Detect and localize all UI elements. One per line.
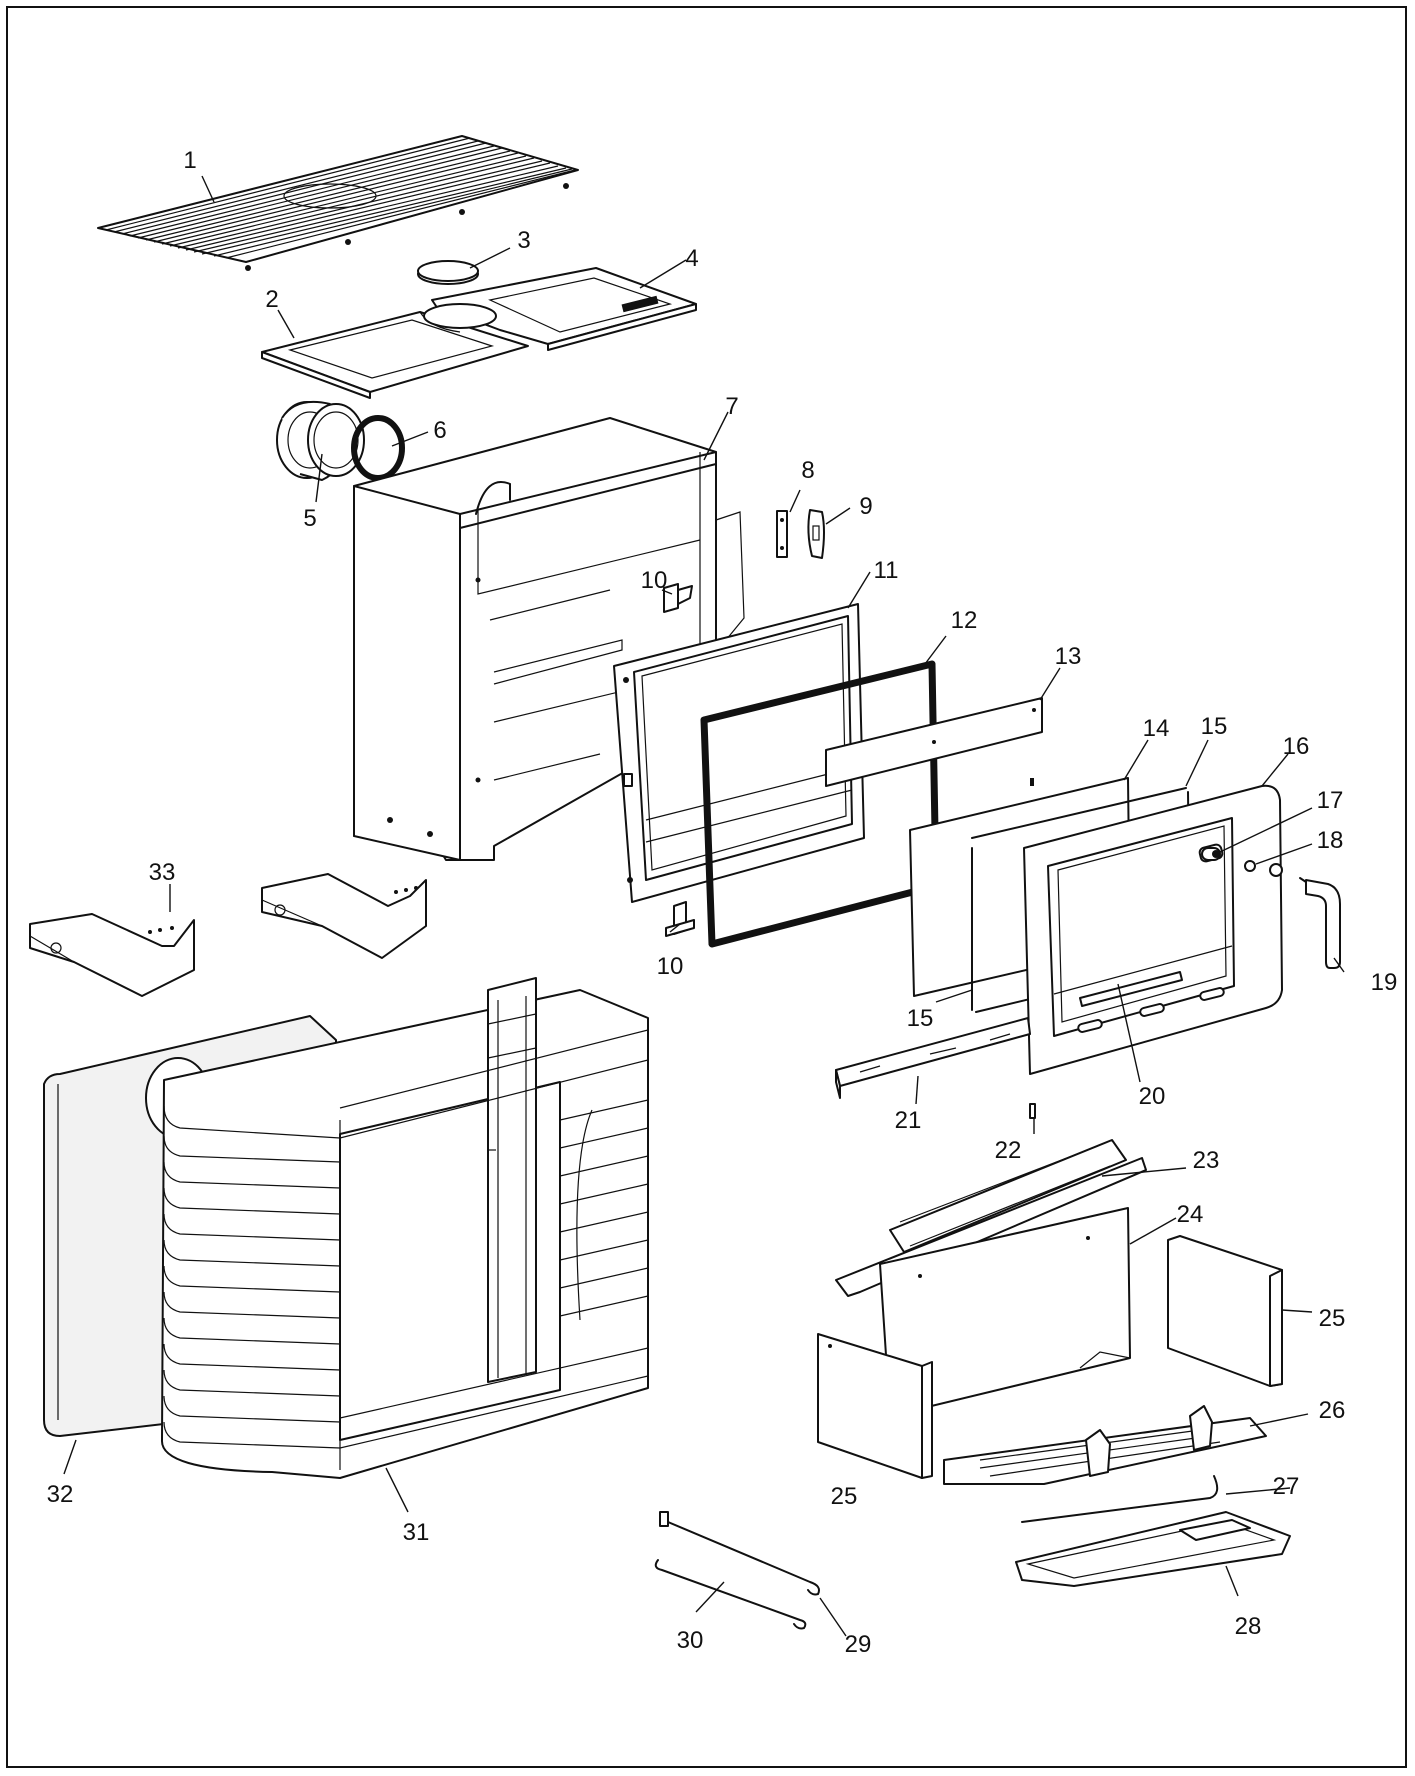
part-10-clip-lower xyxy=(665,901,695,937)
callout-12: 12 xyxy=(951,607,978,634)
part-callouts: 1 2 3 4 5 6 7 8 9 10 11 12 13 14 15 16 1… xyxy=(47,147,1398,1658)
part-27-ash-rod xyxy=(1021,1475,1219,1523)
callout-14: 14 xyxy=(1143,715,1170,742)
part-25-side-brick-left xyxy=(817,1333,933,1479)
callout-23: 23 xyxy=(1193,1147,1220,1174)
callout-15-lower: 15 xyxy=(907,1005,934,1032)
callout-9: 9 xyxy=(859,493,872,520)
part-28-ash-pan xyxy=(1015,1511,1291,1587)
callout-24: 24 xyxy=(1177,1201,1204,1228)
callout-10-upper: 10 xyxy=(641,567,668,594)
part-8-bracket xyxy=(776,510,788,558)
callout-29: 29 xyxy=(845,1631,872,1658)
callout-25-left: 25 xyxy=(831,1483,858,1510)
part-21-air-slide xyxy=(835,1017,1031,1099)
part-6-flue-gasket xyxy=(351,415,405,481)
leader-lines xyxy=(63,175,1345,1637)
callout-20: 20 xyxy=(1139,1083,1166,1110)
callout-27: 27 xyxy=(1273,1473,1300,1500)
callout-6: 6 xyxy=(433,417,446,444)
part-22-pin xyxy=(1029,1103,1036,1119)
part-18-nut xyxy=(1244,860,1283,877)
part-30-ash-tool xyxy=(654,1559,807,1630)
callout-10-lower: 10 xyxy=(657,953,684,980)
part-9-latch-keeper xyxy=(807,509,825,559)
part-33-heat-shield-right xyxy=(261,873,427,959)
part-11-door-frame xyxy=(613,603,865,903)
callout-19: 19 xyxy=(1371,969,1398,996)
callout-18: 18 xyxy=(1317,827,1344,854)
callout-8: 8 xyxy=(801,457,814,484)
callout-25-right: 25 xyxy=(1319,1305,1346,1332)
part-26-grate xyxy=(943,1405,1267,1485)
part-31-outer-casing xyxy=(160,977,649,1479)
callout-28: 28 xyxy=(1235,1613,1262,1640)
drawing-frame xyxy=(6,6,1407,1768)
part-19-door-handle xyxy=(1299,877,1341,969)
callout-31: 31 xyxy=(403,1519,430,1546)
callout-3: 3 xyxy=(517,227,530,254)
callout-26: 26 xyxy=(1319,1397,1346,1424)
part-33-heat-shield-left xyxy=(29,913,195,997)
callout-32: 32 xyxy=(47,1481,74,1508)
callout-16: 16 xyxy=(1283,733,1310,760)
part-3-round-cover xyxy=(417,260,479,285)
callout-7: 7 xyxy=(725,393,738,420)
part-4-top-plate-right xyxy=(423,267,697,351)
callout-30: 30 xyxy=(677,1627,704,1654)
callout-5: 5 xyxy=(303,505,316,532)
callout-21: 21 xyxy=(895,1107,922,1134)
part-10-clip-upper xyxy=(663,583,693,613)
callout-2: 2 xyxy=(265,286,278,313)
part-2-top-plate-left xyxy=(261,311,529,399)
callout-13: 13 xyxy=(1055,643,1082,670)
callout-33: 33 xyxy=(149,859,176,886)
callout-11: 11 xyxy=(874,557,899,584)
part-1-top-grill xyxy=(97,135,579,271)
callout-17: 17 xyxy=(1317,787,1344,814)
callout-4: 4 xyxy=(685,245,698,272)
part-13-deflector-plate xyxy=(825,697,1043,787)
callout-15-upper: 15 xyxy=(1201,713,1228,740)
callout-22: 22 xyxy=(995,1137,1022,1164)
callout-1: 1 xyxy=(183,147,196,174)
part-25-side-brick-right xyxy=(1167,1235,1283,1387)
part-17-handle-pivot xyxy=(1201,847,1221,861)
part-29-poker xyxy=(659,1511,820,1596)
